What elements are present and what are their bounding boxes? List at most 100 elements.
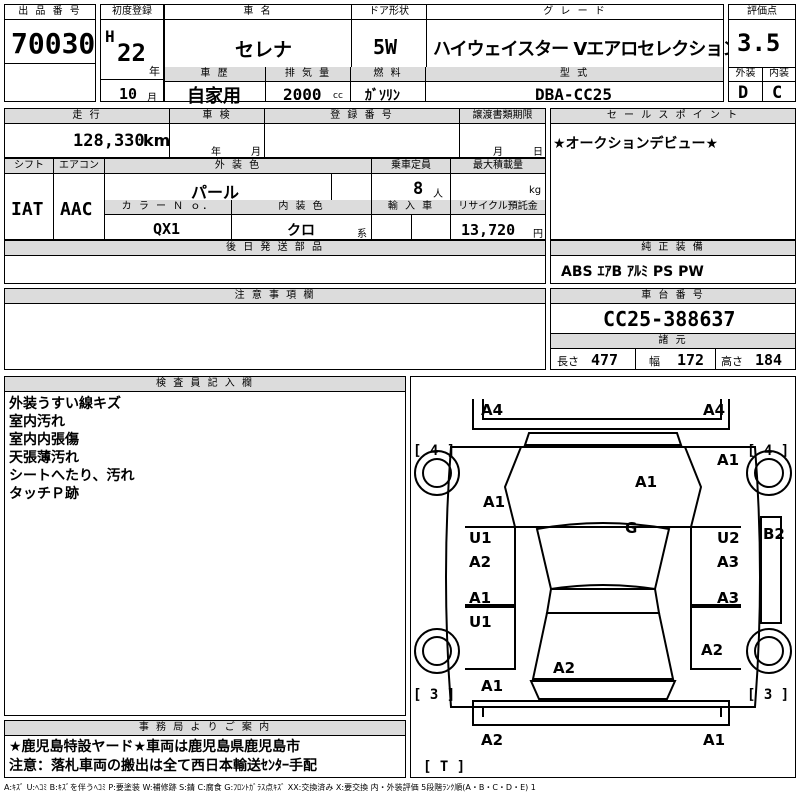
- dimensions-label: 諸 元: [551, 333, 795, 349]
- mark-rear-door-left-lower: U1: [469, 613, 492, 631]
- recycle-label: リサイクル預託金: [451, 200, 545, 215]
- inspector-box: 検 査 員 記 入 欄 外装うすい線キズ 室内汚れ 室内内張傷 天張薄汚れ シー…: [4, 376, 406, 716]
- lot-number-label: 出 品 番 号: [5, 5, 95, 20]
- door-label: ドア形状: [352, 5, 427, 20]
- car-diagram-box: A4 A4 A1 A1 A1 G U1 A2 U2 A3 B2 A1 U1 A3…: [410, 376, 796, 778]
- chassis-box: 車 台 番 号 CC25-388637 諸 元 長さ 477 幅 172 高さ …: [550, 288, 796, 370]
- inspector-note: 天張薄汚れ: [9, 450, 79, 466]
- capacity: 8: [413, 179, 424, 199]
- office-box: 事 務 局 よ り ご 案 内 ★鹿児島特設ヤード★車両は鹿児島県鹿児島市 注意…: [4, 720, 406, 778]
- car-name-label: 車 名: [165, 5, 352, 20]
- caution-label: 注 意 事 項 欄: [5, 289, 545, 304]
- model-label: 型 式: [426, 67, 723, 82]
- score-box: 評価点 3.5 外装 内装 D C: [728, 4, 796, 103]
- inspection-month-unit: 月: [251, 147, 261, 158]
- office-note: ★鹿児島特設ヤード★車両は鹿児島県鹿児島市: [9, 739, 301, 755]
- tire-rear-right: [ 3 ]: [747, 687, 789, 703]
- grade-label: グ レ ー ド: [427, 5, 723, 20]
- mark-hood: A1: [635, 473, 657, 491]
- color-no-label: カ ラ ー Ｎ ｏ．: [105, 200, 232, 215]
- fuel: ｶﾞｿﾘﾝ: [365, 88, 400, 104]
- recycle: 13,720: [461, 221, 516, 239]
- displacement-unit: cc: [333, 91, 343, 101]
- shift-label: シフト: [5, 159, 54, 174]
- shift: IAT: [11, 199, 44, 220]
- inspector-note: シートへたり、汚れ: [9, 468, 135, 484]
- mark-glass: G: [625, 519, 637, 537]
- mark-front-door-left-upper: U1: [469, 529, 492, 547]
- sales-point-box: セ ー ル ス ポ イ ン ト ★オークションデビュー★: [550, 108, 796, 240]
- mark-front-door-left-lower: A2: [469, 553, 491, 571]
- tire-front-left: [ 4 ]: [413, 443, 455, 459]
- interior-color-label: 内 装 色: [232, 200, 372, 215]
- equipment-box: 純 正 装 備 ABS ｴｱB ｱﾙﾐ PS PW: [550, 240, 796, 284]
- inspector-note: 室内汚れ: [9, 414, 65, 430]
- car-info-box: 車 名 ドア形状 グ レ ー ド セレナ 5W ハイウェイスター Vエアロセレク…: [164, 4, 740, 107]
- max-load-label: 最大積載量: [451, 159, 545, 174]
- score: 3.5: [737, 29, 781, 57]
- width: 172: [677, 351, 705, 369]
- color-label: 外 装 色: [105, 159, 372, 174]
- mark-roof-rear: A2: [553, 659, 575, 677]
- mark-front-bumper-right: A4: [703, 401, 725, 419]
- mark-front-door-right-upper: U2: [717, 529, 740, 547]
- history-label: 車 歴: [165, 67, 266, 82]
- inspector-note: 室内内張傷: [9, 432, 79, 448]
- tire-front-right: [ 4 ]: [747, 443, 789, 459]
- mark-rear-fender-left: A1: [481, 677, 503, 695]
- mark-front-door-right-lower: A3: [717, 553, 739, 571]
- transfer-day-unit: 日: [533, 147, 543, 158]
- displacement: 2000: [283, 85, 322, 104]
- transfer-month-unit: 月: [493, 147, 503, 158]
- width-label: 幅: [649, 355, 660, 368]
- length: 477: [591, 351, 619, 369]
- mileage-unit: km: [143, 131, 171, 150]
- chassis-label: 車 台 番 号: [551, 289, 795, 304]
- model: DBA-CC25: [535, 85, 613, 104]
- mark-right-pillar: B2: [763, 525, 785, 543]
- office-label: 事 務 局 よ り ご 案 内: [5, 721, 405, 736]
- lot-number-box: 出 品 番 号 70030: [4, 4, 96, 102]
- car-diagram: A4 A4 A1 A1 A1 G U1 A2 U2 A3 B2 A1 U1 A3…: [413, 399, 792, 775]
- interior-color: クロ: [287, 223, 315, 239]
- era-letter: H: [105, 27, 115, 46]
- grade: ハイウェイスター Vエアロセレクション: [433, 39, 740, 60]
- mark-rear-door-right: A3: [717, 589, 739, 607]
- displacement-label: 排 気 量: [266, 67, 351, 82]
- color: パール: [191, 183, 240, 202]
- reg-number-label: 登 録 番 号: [265, 109, 460, 124]
- office-notes: ★鹿児島特設ヤード★車両は鹿児島県鹿児島市 注意：落札車両の搬出は全て西日本輸送…: [9, 738, 317, 776]
- legend: A:ｷｽﾞ U:ﾍｺﾐ B:ｷｽﾞを伴うﾍｺﾐ P:要塗装 W:補修跡 S:錆 …: [4, 783, 536, 792]
- mark-rear-door-left-upper: A1: [469, 589, 491, 607]
- tire-rear-left: [ 3 ]: [413, 687, 455, 703]
- year-unit: 年: [149, 65, 160, 78]
- lot-number: 70030: [11, 27, 96, 60]
- interior-label: 内装: [763, 67, 795, 82]
- mileage-label: 走 行: [5, 109, 170, 124]
- height-label: 高さ: [721, 355, 743, 368]
- color-no: QX1: [153, 220, 181, 238]
- month-unit: 月: [147, 93, 157, 104]
- ac: AAC: [60, 199, 93, 220]
- ac-label: エアコン: [54, 159, 105, 174]
- later-parts-box: 後 日 発 送 部 品: [4, 240, 546, 284]
- mark-rear-bumper-left: A2: [481, 731, 503, 749]
- transfer-label: 譲渡書類期限: [460, 109, 545, 124]
- length-label: 長さ: [557, 355, 579, 368]
- mark-rear-bumper-right: A1: [703, 731, 725, 749]
- inspection-label: 車 検: [170, 109, 265, 124]
- first-registration-box: 初度登録 H 22 年 10 月: [100, 4, 164, 104]
- inspector-note: 外装うすい線キズ: [9, 396, 121, 412]
- max-load-unit: kg: [529, 185, 542, 196]
- fuel-label: 燃 料: [351, 67, 426, 82]
- mileage: 128,330: [73, 131, 145, 151]
- exterior-label: 外装: [729, 67, 763, 82]
- equipment-label: 純 正 装 備: [551, 241, 795, 256]
- capacity-label: 乗車定員: [372, 159, 451, 174]
- mark-front-bumper-left: A4: [481, 401, 503, 419]
- first-reg-month: 10: [119, 85, 138, 103]
- door-type: 5W: [373, 35, 398, 59]
- mark-front-fender-right: A1: [717, 451, 739, 469]
- inspector-notes: 外装うすい線キズ 室内汚れ 室内内張傷 天張薄汚れ シートへたり、汚れ タッチＰ…: [9, 395, 134, 503]
- capacity-unit: 人: [433, 189, 443, 200]
